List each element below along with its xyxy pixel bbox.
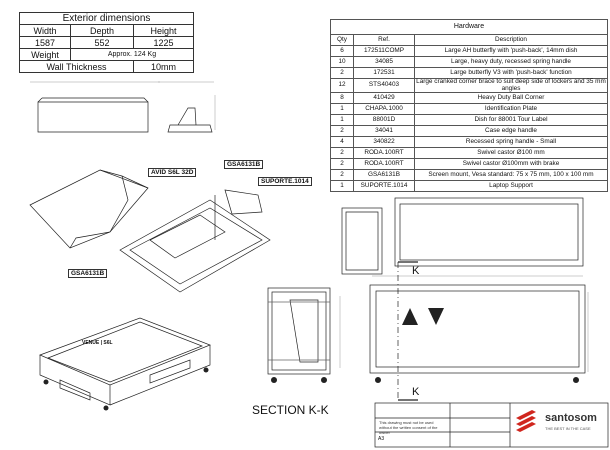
laptop-support	[224, 189, 263, 215]
section-side-view	[267, 287, 331, 375]
label-gsa-top: GSA6131B	[224, 160, 264, 169]
section-title: SECTION K-K	[252, 403, 329, 417]
drawing-note: This drawing must not be used without th…	[379, 420, 438, 435]
avid-logo	[402, 308, 444, 325]
console-front-view	[37, 101, 149, 133]
case-plan-view	[394, 197, 584, 267]
case-top-open	[119, 199, 271, 293]
hw-cell-desc: Laptop Support	[414, 180, 608, 193]
case-front-elevation	[369, 284, 586, 374]
exterior-dimensions-table: Exterior dimensions Width Depth Height 1…	[19, 12, 194, 73]
avid-console	[29, 169, 149, 249]
wall-value: 10mm	[133, 60, 194, 73]
section-k-bottom: K	[412, 386, 420, 398]
brand-tagline: THE BEST IN THE CASE	[545, 426, 591, 431]
hw-cell-desc: Large cranked corner brace to suit deep …	[414, 77, 608, 94]
sheet-size: A3	[378, 436, 385, 442]
label-avid: AVID S6L 32D	[148, 168, 197, 177]
case-side-elevation	[341, 207, 383, 275]
santosom-logo	[516, 410, 536, 432]
console-side-view	[167, 107, 213, 133]
section-k-top: K	[412, 265, 420, 277]
label-venue: VENUE | S6L	[82, 340, 113, 346]
label-gsa-left: GSA6131B	[68, 269, 108, 278]
brand-name: santosom	[545, 412, 597, 424]
hw-cell-qty: 12	[330, 77, 354, 94]
label-suporte: SUPORTE.1014	[258, 177, 312, 186]
